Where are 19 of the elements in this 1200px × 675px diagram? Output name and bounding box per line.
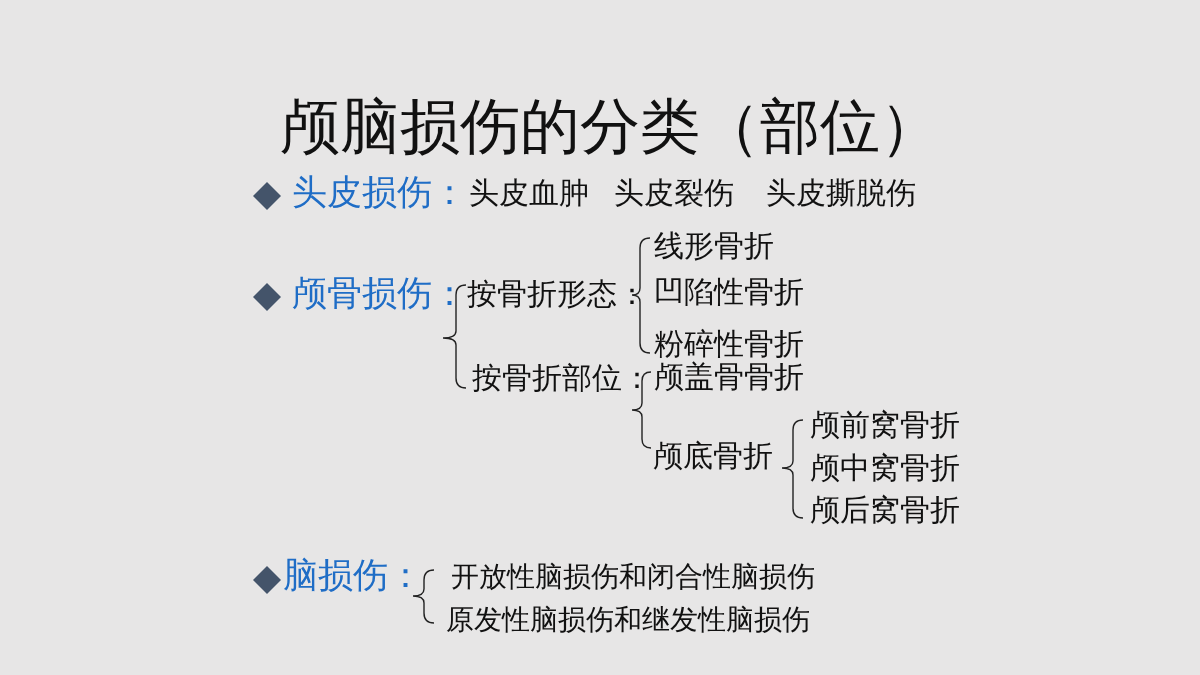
subcategory-label: 按骨折部位： — [472, 363, 652, 393]
subcategory-label: 颅底骨折 — [653, 441, 773, 471]
category-heading: 颅骨损伤： — [292, 275, 467, 311]
item-label: 颅后窝骨折 — [810, 495, 960, 525]
category-heading: 头皮损伤： — [292, 174, 467, 210]
item-label: 头皮裂伤 — [614, 178, 734, 208]
category-heading: 脑损伤： — [283, 557, 423, 593]
slide-title: 颅脑损伤的分类（部位） — [280, 96, 940, 156]
item-label: 颅中窝骨折 — [810, 453, 960, 483]
item-label: 开放性脑损伤和闭合性脑损伤 — [451, 563, 815, 591]
item-label: 头皮血肿 — [469, 178, 589, 208]
item-label: 粉碎性骨折 — [654, 329, 804, 359]
item-label: 颅前窝骨折 — [810, 410, 960, 440]
subcategory-label: 按骨折形态： — [467, 279, 647, 309]
item-label: 颅盖骨骨折 — [654, 362, 804, 392]
item-label: 头皮撕脱伤 — [766, 178, 916, 208]
item-label: 原发性脑损伤和继发性脑损伤 — [446, 606, 810, 634]
item-label: 线形骨折 — [654, 231, 774, 261]
item-label: 凹陷性骨折 — [654, 277, 804, 307]
